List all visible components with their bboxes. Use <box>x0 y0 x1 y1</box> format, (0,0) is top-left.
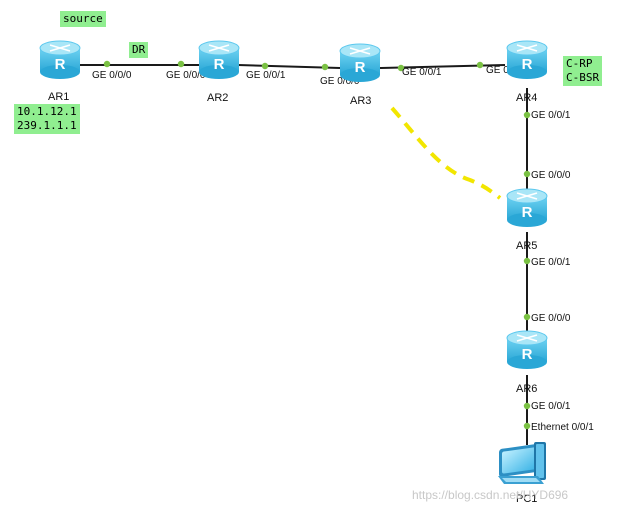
ar1-address-note: 10.1.12.1 239.1.1.1 <box>14 104 80 134</box>
router-ar1-icon[interactable]: R <box>39 40 81 79</box>
device-label-ar5: AR5 <box>516 240 537 252</box>
pc-icon[interactable] <box>498 442 546 484</box>
router-ar2-icon[interactable]: R <box>198 40 240 79</box>
svg-text:R: R <box>214 56 225 73</box>
port-dot[interactable] <box>523 257 531 265</box>
svg-text:R: R <box>522 56 533 73</box>
port-dot[interactable] <box>523 422 531 430</box>
ar1-unicast-address: 10.1.12.1 <box>17 105 77 118</box>
router-ar6-icon[interactable]: R <box>506 330 548 369</box>
interface-label: Ethernet 0/0/1 <box>531 422 594 433</box>
device-label-ar3: AR3 <box>350 95 371 107</box>
port-dot[interactable] <box>523 313 531 321</box>
ar1-group-address: 239.1.1.1 <box>17 119 77 132</box>
router-ar4-icon[interactable]: R <box>506 40 548 79</box>
device-label-ar1: AR1 <box>48 91 69 103</box>
router-ar5-icon[interactable]: R <box>506 188 548 227</box>
device-label-ar2: AR2 <box>207 92 228 104</box>
interface-label: GE 0/0/1 <box>246 70 286 81</box>
port-dot[interactable] <box>476 61 484 69</box>
router-ar3-icon[interactable]: R <box>339 43 381 82</box>
interface-label: GE 0/0/1 <box>402 67 442 78</box>
port-dot[interactable] <box>261 62 269 70</box>
c-bsr-label: C-BSR <box>566 71 600 84</box>
port-dot[interactable] <box>523 111 531 119</box>
svg-text:R: R <box>355 59 366 76</box>
interface-label: GE 0/0/0 <box>320 76 360 87</box>
watermark: https://blog.csdn.net/HYD696 <box>412 488 569 502</box>
rp-bsr-note: C-RP C-BSR <box>563 56 603 86</box>
source-note: source <box>60 11 106 27</box>
port-dot[interactable] <box>177 60 185 68</box>
dr-note: DR <box>129 42 149 58</box>
device-label-ar4: AR4 <box>516 92 537 104</box>
svg-text:R: R <box>55 56 66 73</box>
port-dot[interactable] <box>523 170 531 178</box>
svg-text:R: R <box>522 346 533 363</box>
svg-text:R: R <box>522 204 533 221</box>
device-label-pc1: PC1 <box>516 493 537 505</box>
interface-label: GE 0/0/0 <box>531 170 571 181</box>
interface-label: GE 0/0/0 <box>92 70 132 81</box>
routers-layer: R R R R R R <box>39 40 548 369</box>
port-dot[interactable] <box>397 64 405 72</box>
dashed-link-ar3-ar5 <box>390 106 502 200</box>
c-rp-label: C-RP <box>566 57 593 70</box>
interface-label: GE 0/0/1 <box>531 401 571 412</box>
ports-layer <box>103 60 531 430</box>
links-layer <box>80 64 528 445</box>
port-dot[interactable] <box>523 402 531 410</box>
device-labels: AR1 AR2 AR3 AR4 AR5 AR6 PC1 <box>48 91 537 505</box>
interface-labels: GE 0/0/0 GE 0/0/0 GE 0/0/1 GE 0/0/0 GE 0… <box>92 65 594 433</box>
interface-label: GE 0/0/0 <box>531 313 571 324</box>
interface-label: GE 0/0/1 <box>531 110 571 121</box>
interface-label: GE 0/0/1 <box>531 257 571 268</box>
interface-label: GE 0/0/0 <box>166 70 206 81</box>
interface-label: GE 0/0/0 <box>486 65 526 76</box>
port-dot[interactable] <box>103 60 111 68</box>
port-dot[interactable] <box>321 63 329 71</box>
device-label-ar6: AR6 <box>516 383 537 395</box>
